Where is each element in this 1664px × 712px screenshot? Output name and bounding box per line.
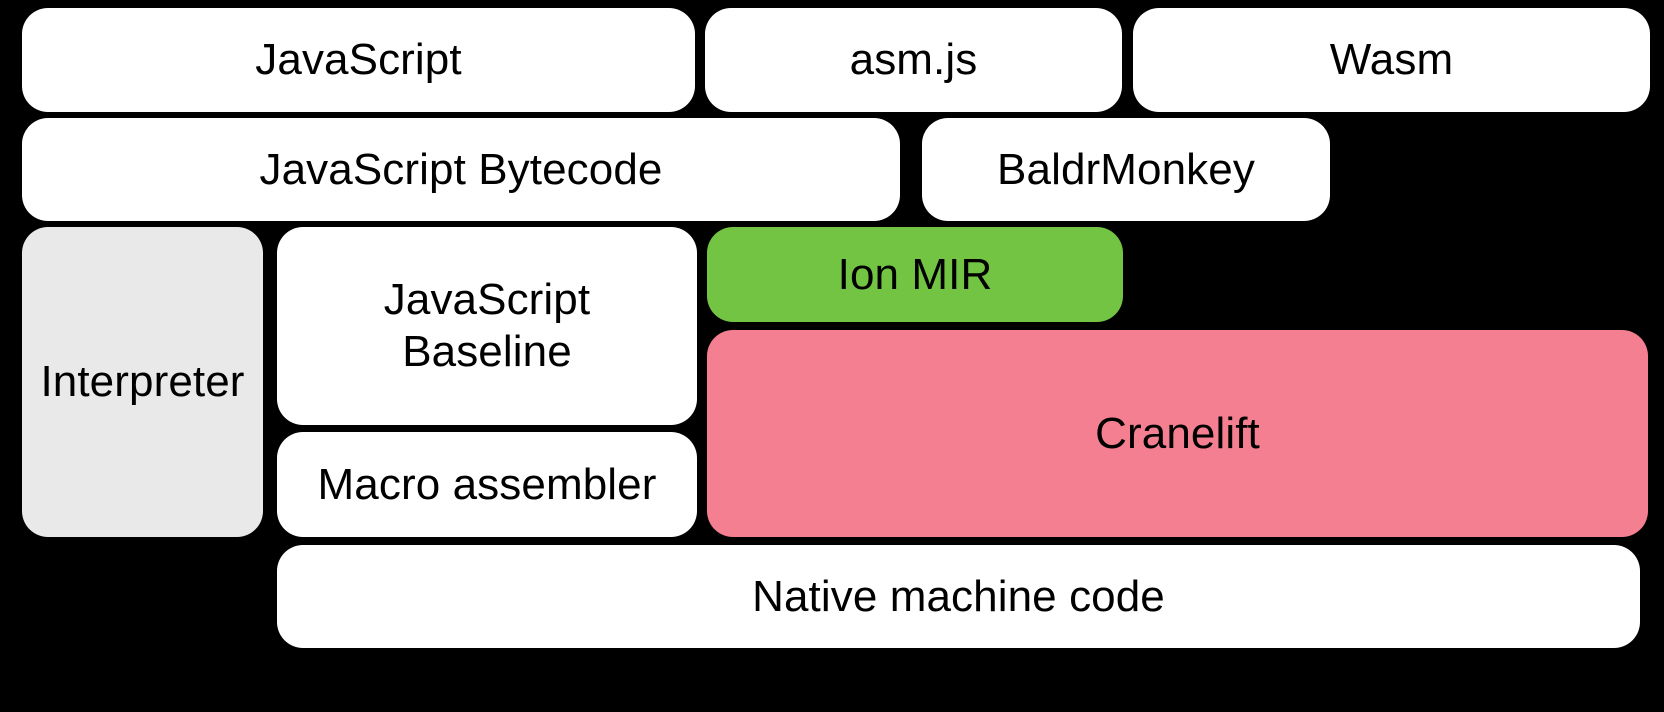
box-native-machine-code: Native machine code	[277, 545, 1640, 648]
box-macro-assembler: Macro assembler	[277, 432, 697, 537]
box-javascript: JavaScript	[22, 8, 695, 112]
box-javascript-baseline: JavaScript Baseline	[277, 227, 697, 425]
box-wasm: Wasm	[1133, 8, 1650, 112]
box-interpreter: Interpreter	[22, 227, 263, 537]
box-asmjs: asm.js	[705, 8, 1122, 112]
box-ion-mir: Ion MIR	[707, 227, 1123, 322]
box-cranelift: Cranelift	[707, 330, 1648, 537]
box-javascript-bytecode: JavaScript Bytecode	[22, 118, 900, 221]
box-baldrmonkey: BaldrMonkey	[922, 118, 1330, 221]
